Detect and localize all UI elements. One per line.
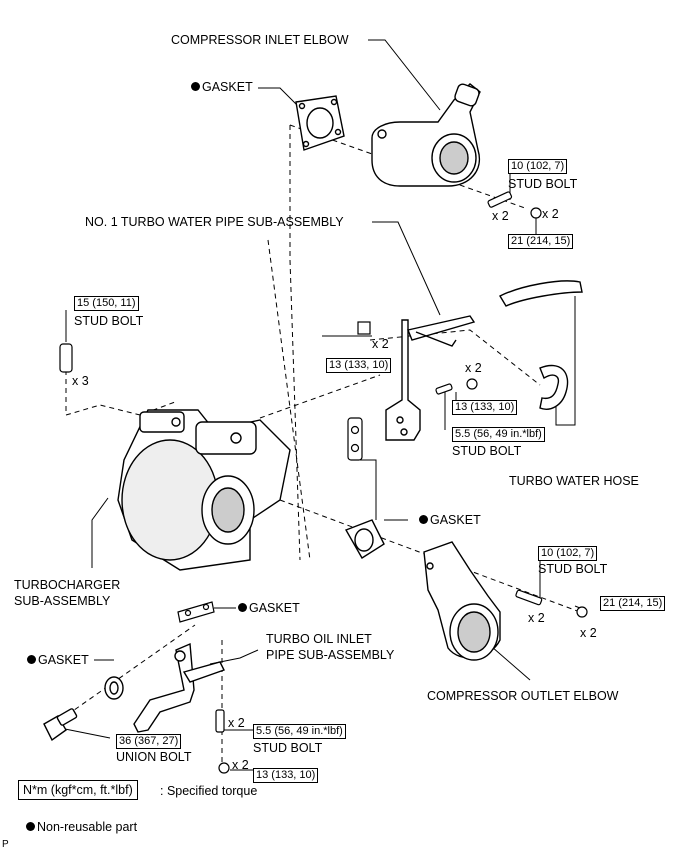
label-gasket-top: GASKET (191, 80, 253, 94)
label-turbo-water-pipe: NO. 1 TURBO WATER PIPE SUB-ASSEMBLY (85, 215, 344, 229)
nonreusable-dot-icon (27, 655, 36, 664)
qty-nut-outlet: x 2 (580, 626, 597, 640)
legend-torque-unit: N*m (kgf*cm, ft.*lbf) (18, 780, 138, 800)
label-stud-bolt-left: STUD BOLT (74, 314, 144, 328)
stud-pipe-part (435, 383, 453, 395)
label-compressor-outlet-elbow: COMPRESSOR OUTLET ELBOW (427, 689, 619, 703)
turbocharger-part (117, 409, 291, 571)
label-gasket-left: GASKET (27, 653, 89, 667)
qty-nut-top: x 2 (542, 207, 559, 221)
label-turbocharger-line2: SUB-ASSEMBLY (14, 594, 111, 608)
outlet-gasket-part (344, 519, 385, 559)
torque-nut-top: 21 (214, 15) (508, 234, 574, 249)
label-gasket-oil: GASKET (238, 601, 300, 615)
footer-mark: P (2, 839, 9, 850)
turbo-oil-inlet-pipe-part (133, 642, 225, 733)
nut-outlet-part (576, 606, 588, 618)
inlet-gasket-part (295, 95, 345, 151)
qty-stud-top: x 2 (492, 209, 509, 223)
nonreusable-dot-icon (419, 515, 428, 524)
compressor-inlet-elbow-part (371, 83, 481, 187)
torque-stud-outlet: 10 (102, 7) (538, 546, 598, 561)
torque-stud-oil: 5.5 (56, 49 in.*lbf) (253, 724, 346, 739)
torque-stud-pipe: 5.5 (56, 49 in.*lbf) (452, 427, 545, 442)
qty-nut-oil: x 2 (232, 758, 249, 772)
label-turbocharger-line1: TURBOCHARGER (14, 578, 121, 592)
nonreusable-dot-icon (191, 82, 200, 91)
label-stud-bolt-outlet: STUD BOLT (538, 562, 608, 576)
qty-stud-outlet: x 2 (528, 611, 545, 625)
torque-nut-outlet: 21 (214, 15) (600, 596, 666, 611)
turbo-water-hose-part (499, 280, 583, 410)
nonreusable-dot-icon (26, 822, 35, 831)
union-bolt-part (43, 708, 78, 742)
qty-stud-left: x 3 (72, 374, 89, 388)
legend-nonreusable: Non-reusable part (26, 820, 137, 834)
label-compressor-inlet-elbow: COMPRESSOR INLET ELBOW (171, 33, 349, 47)
bolt-pipe-part (357, 321, 371, 335)
left-gasket-part (104, 676, 124, 700)
label-gasket-mid-text: GASKET (430, 513, 481, 527)
label-stud-bolt-mid: STUD BOLT (452, 444, 522, 458)
label-gasket-left-text: GASKET (38, 653, 89, 667)
stud-oil-part (215, 709, 225, 733)
label-stud-bolt-top-right: STUD BOLT (508, 177, 578, 191)
nut-top-part (530, 207, 542, 219)
torque-union-bolt: 36 (367, 27) (116, 734, 182, 749)
qty-nut-pipe: x 2 (465, 361, 482, 375)
label-stud-bolt-bottom: STUD BOLT (253, 741, 323, 755)
torque-nut-pipe: 13 (133, 10) (452, 400, 518, 415)
nonreusable-dot-icon (238, 603, 247, 612)
legend-nonreusable-text: Non-reusable part (37, 820, 138, 834)
torque-nut-oil: 13 (133, 10) (253, 768, 319, 783)
torque-stud-left: 15 (150, 11) (74, 296, 139, 311)
stud-bolt-top-part (487, 191, 513, 208)
pipe-gasket-part (347, 417, 363, 461)
label-gasket-top-text: GASKET (202, 80, 253, 94)
label-union-bolt: UNION BOLT (116, 750, 192, 764)
torque-stud-top: 10 (102, 7) (508, 159, 568, 174)
stud-bolt-left-part (59, 343, 73, 373)
turbo-water-pipe-part (385, 315, 476, 441)
qty-stud-oil: x 2 (228, 716, 245, 730)
label-turbo-water-hose: TURBO WATER HOSE (509, 474, 639, 488)
label-turbo-oil-inlet-line1: TURBO OIL INLET (266, 632, 372, 646)
legend-torque-desc: : Specified torque (160, 784, 258, 798)
stud-outlet-part (515, 589, 543, 606)
compressor-outlet-elbow-part (423, 541, 501, 661)
oil-gasket-part (177, 601, 215, 623)
label-gasket-mid: GASKET (419, 513, 481, 527)
nut-pipe-part (466, 378, 478, 390)
label-gasket-oil-text: GASKET (249, 601, 300, 615)
nut-oil-part (218, 762, 230, 774)
qty-bolt-pipe: x 2 (372, 337, 389, 351)
torque-bolt-pipe: 13 (133, 10) (326, 358, 392, 373)
label-turbo-oil-inlet-line2: PIPE SUB-ASSEMBLY (266, 648, 395, 662)
